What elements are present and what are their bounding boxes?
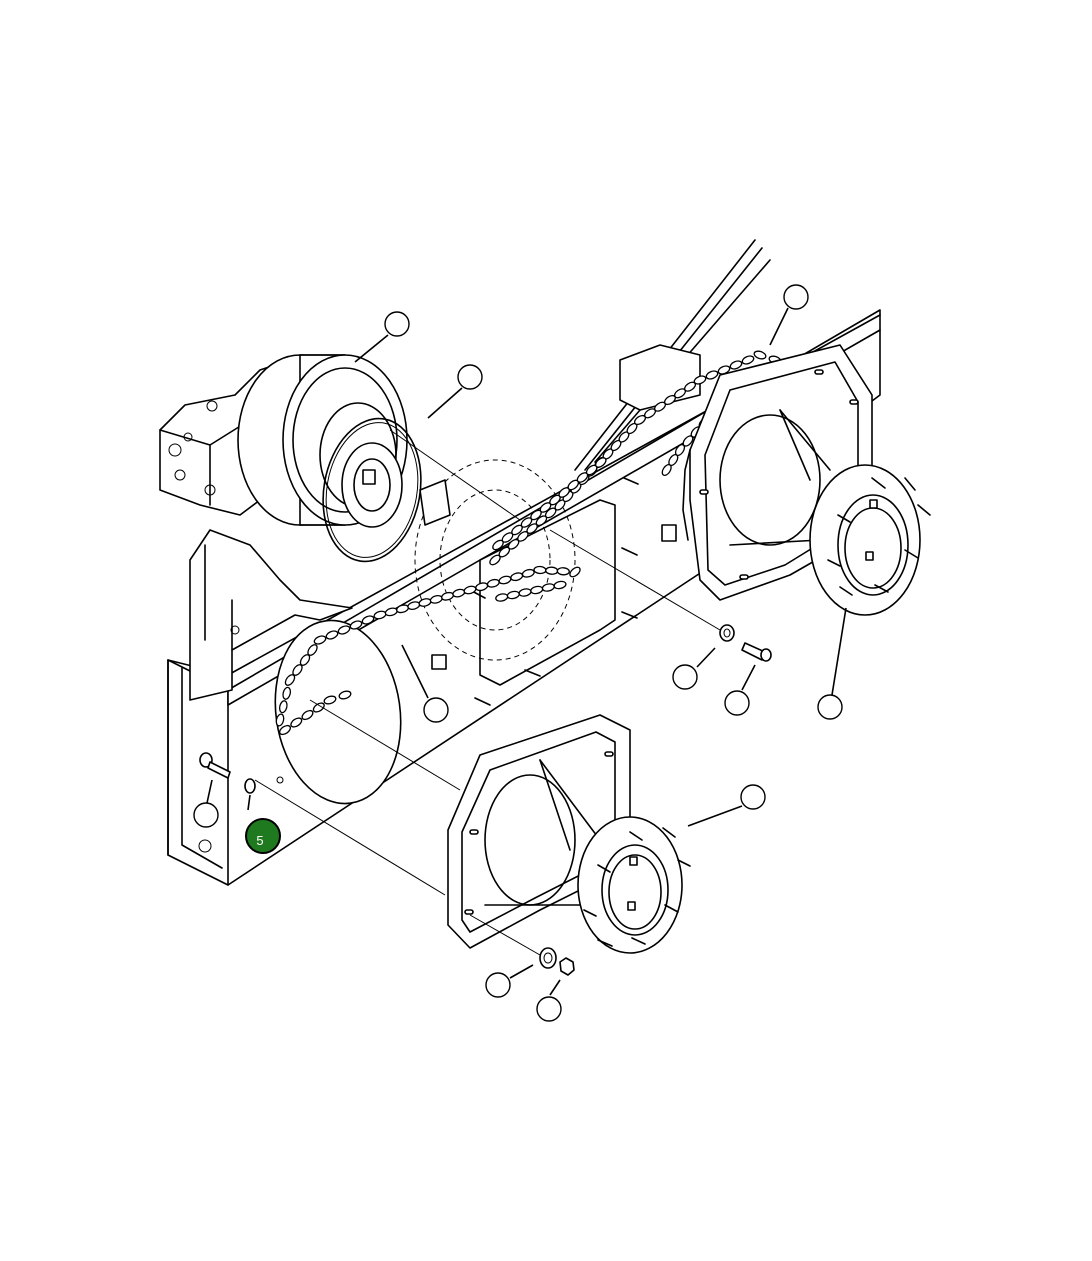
- assembly-lines: [254, 429, 721, 956]
- washer-upper-right: [719, 624, 735, 642]
- callouts: 5: [193, 284, 843, 1022]
- front-hub-studs: [583, 827, 691, 947]
- leader-lines: [206, 307, 847, 996]
- callout-front-chain[interactable]: [423, 697, 449, 723]
- front-axle-housing: [447, 714, 683, 954]
- callout-rear-chain[interactable]: [783, 284, 809, 310]
- bolt-upper-right: [741, 642, 772, 662]
- rear-hub-studs: [827, 477, 931, 596]
- washer-lower: [539, 947, 557, 969]
- callout-washer-lower[interactable]: [485, 972, 511, 998]
- callout-motor[interactable]: [384, 311, 410, 337]
- o-ring: [322, 417, 422, 563]
- nut-lower: [559, 957, 575, 976]
- hydraulic-drive-motor: [159, 354, 408, 528]
- bolt-left: [199, 752, 231, 779]
- front-drive-chain: [275, 565, 581, 736]
- callout-washer-upper[interactable]: [672, 664, 698, 690]
- o-ring-small: [244, 778, 256, 794]
- callout-rear-axle-housing[interactable]: [817, 694, 843, 720]
- callout-bolt-upper[interactable]: [724, 690, 750, 716]
- callout-plug[interactable]: 5: [245, 818, 281, 854]
- callout-bolt-left[interactable]: [193, 802, 219, 828]
- callout-front-axle-housing[interactable]: [740, 784, 766, 810]
- rear-axle-housing: [682, 344, 921, 616]
- callout-plug-label: 5: [256, 833, 263, 848]
- callout-nut-lower[interactable]: [536, 996, 562, 1022]
- callout-o-ring[interactable]: [457, 364, 483, 390]
